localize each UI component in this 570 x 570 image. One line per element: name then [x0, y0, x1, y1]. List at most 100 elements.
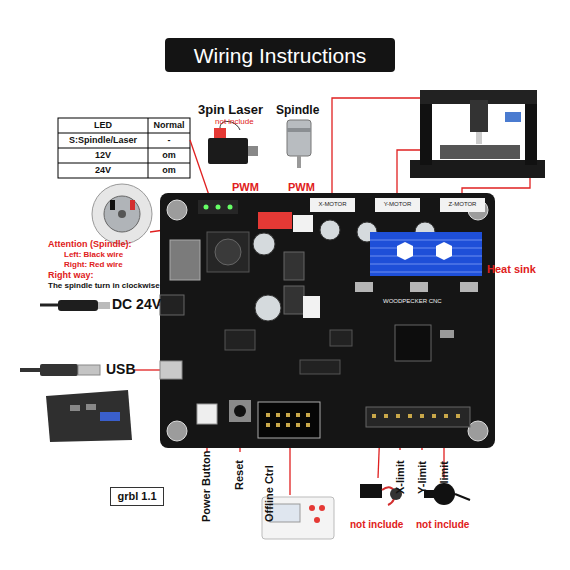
laptop-port [86, 404, 96, 410]
offline-pins [266, 413, 310, 427]
dc-jack [160, 295, 184, 315]
version-box: grbl 1.1 [110, 487, 164, 506]
limit-pins [372, 414, 460, 418]
usb-plug [78, 365, 100, 375]
spindle-shaft [297, 156, 301, 168]
heat-sink [370, 232, 482, 276]
part-name: Power Button [200, 451, 212, 523]
fin [370, 240, 482, 241]
laptop [46, 390, 132, 442]
inductor-coil [215, 239, 241, 265]
led-table [58, 118, 190, 178]
fan-connector [303, 296, 320, 318]
leader-line [397, 150, 420, 198]
port-name: USB [106, 362, 136, 377]
laptop-port [100, 412, 120, 421]
note: not include [350, 519, 403, 530]
laser-connector [258, 212, 292, 229]
dc-plug [58, 300, 98, 311]
title-box: Wiring Instructions [165, 38, 395, 72]
chip [330, 330, 352, 346]
pcb-board [160, 193, 495, 448]
pin [266, 413, 270, 417]
usb-cable [20, 368, 40, 372]
capacitor [253, 233, 275, 255]
pin [306, 413, 310, 417]
part-name: 3pin Laser [198, 103, 263, 117]
table-rule [148, 118, 149, 178]
reset-cap [234, 405, 246, 417]
dc-plug-tip [98, 302, 110, 309]
fin [370, 272, 482, 273]
hex-pad [397, 242, 413, 260]
table-header: LED [58, 121, 148, 131]
table-cell: om [148, 166, 190, 176]
spindle-motor [287, 120, 311, 156]
note: not include [215, 118, 254, 127]
leader-line [289, 440, 290, 495]
pin [306, 423, 310, 427]
table-rule [58, 148, 190, 149]
note: not include [416, 519, 469, 530]
table-cell: - [148, 136, 190, 146]
potentiometer [410, 282, 428, 292]
part-name: Heat sink [487, 263, 536, 275]
inductor [207, 232, 249, 272]
pin [276, 413, 280, 417]
table-rule [58, 133, 190, 134]
crystal [440, 330, 454, 338]
mounting-hole [167, 421, 187, 441]
pin [276, 423, 280, 427]
regulator [170, 240, 200, 280]
pin [444, 414, 448, 418]
mosfet [284, 286, 304, 314]
fin [370, 256, 482, 257]
switch-wire [455, 494, 470, 500]
port-name: DC 24V [112, 297, 161, 312]
pin [286, 413, 290, 417]
mosfet [284, 252, 304, 280]
pin [384, 414, 388, 418]
potentiometer [355, 282, 373, 292]
connector-name: Y-MOTOR [375, 201, 420, 208]
limit-switch [360, 484, 382, 498]
title-text: Wiring Instructions [194, 45, 367, 66]
laser-plug [214, 128, 226, 138]
dc-cable [40, 304, 58, 307]
x-motor-connector [310, 198, 355, 212]
mounting-holes [167, 200, 488, 441]
usb-plug-body [40, 364, 78, 376]
black-wire-tab [110, 200, 115, 210]
note: Right way: [48, 271, 94, 281]
signal-name: PWM [232, 181, 259, 193]
pin [286, 423, 290, 427]
laser-lens [248, 146, 258, 156]
microcontroller [395, 325, 431, 361]
note: Attention (Spindle): [48, 240, 131, 250]
controller-button [319, 505, 325, 511]
table-cell: 24V [58, 166, 148, 176]
controller-button [309, 505, 315, 511]
laser-module [208, 138, 248, 164]
machine-board [505, 112, 521, 122]
part-name: X-limit [394, 460, 406, 494]
potentiometer [460, 282, 478, 292]
hex-pad [436, 242, 452, 260]
spindle-connector [293, 215, 313, 232]
pin [420, 414, 424, 418]
version-text: grbl 1.1 [117, 490, 156, 502]
chip [300, 360, 340, 374]
power-button [197, 404, 217, 424]
pin [372, 414, 376, 418]
red-wire-tab [130, 200, 135, 210]
note: The spindle turn in clockwise [48, 282, 160, 291]
pin [432, 414, 436, 418]
pin [456, 414, 460, 418]
machine-bed [440, 145, 520, 159]
y-motor-connector [375, 198, 420, 212]
limit-header [366, 407, 470, 427]
machine-head [470, 100, 488, 132]
table-cell: S:Spindle/Laser [58, 136, 148, 146]
pin [396, 414, 400, 418]
